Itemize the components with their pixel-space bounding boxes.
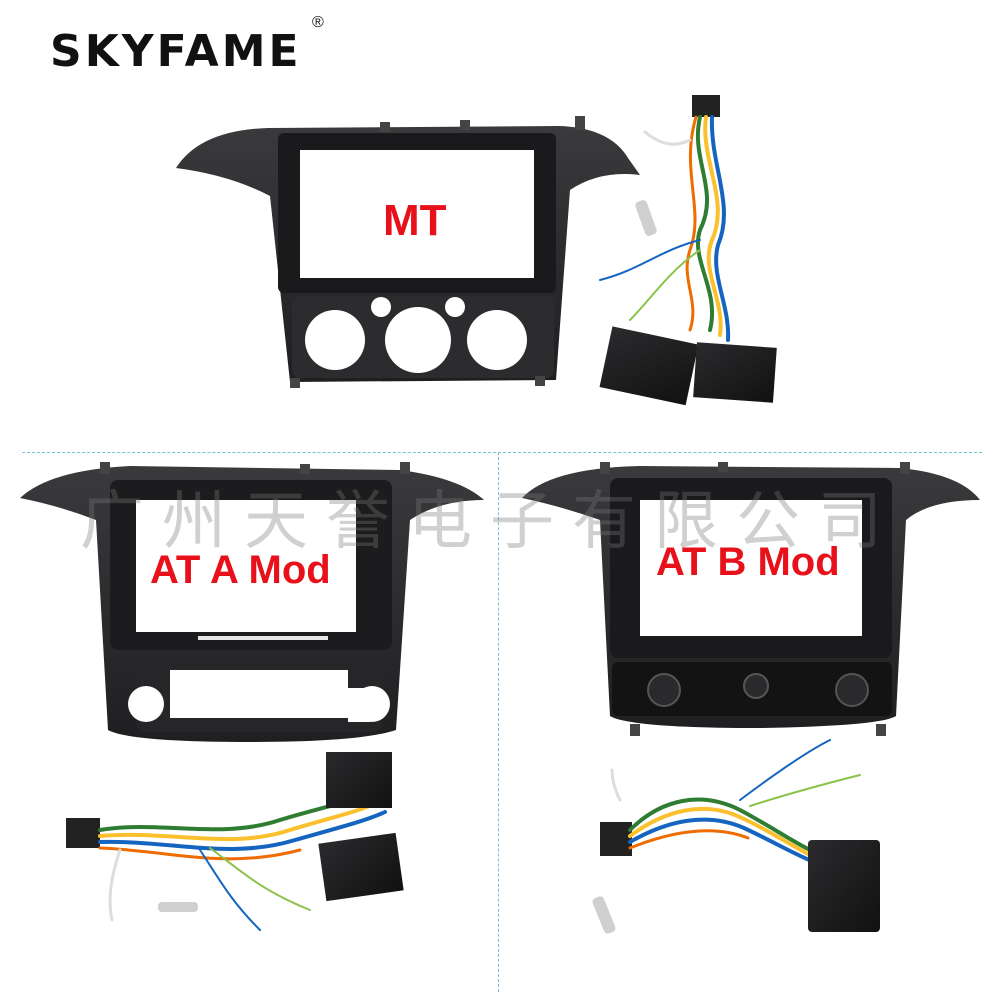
- at-b-dash-frame: [522, 462, 980, 736]
- at-a-dash-frame: [20, 462, 484, 742]
- label-mt: MT: [383, 196, 447, 245]
- brand-logo: SKYFAME: [50, 26, 302, 77]
- label-at-a-mod: AT A Mod: [150, 548, 331, 592]
- label-at-b-mod: AT B Mod: [656, 540, 840, 584]
- at-a-wiring-harness: [66, 752, 404, 931]
- watermark-company-name: 广州天誉电子有限公司: [80, 485, 900, 559]
- mt-dash-frame: [176, 116, 640, 388]
- divider-vertical: [498, 452, 499, 992]
- registered-mark: ®: [312, 14, 324, 31]
- divider-horizontal: [22, 452, 982, 453]
- mt-wiring-harness: [599, 95, 777, 406]
- at-b-wiring-harness: [592, 739, 880, 934]
